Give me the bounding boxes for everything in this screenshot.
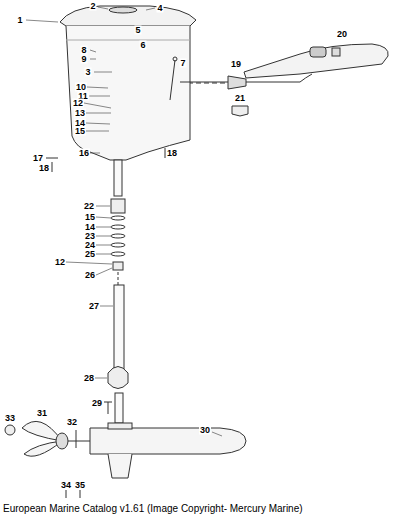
pin bbox=[52, 162, 53, 172]
callout-number: 18 bbox=[166, 149, 178, 158]
callout-number: 8 bbox=[80, 46, 87, 55]
washer bbox=[111, 225, 125, 229]
screw bbox=[170, 60, 175, 100]
callout-number: 5 bbox=[134, 26, 141, 35]
callout-number: 12 bbox=[54, 258, 66, 267]
callout-number: 17 bbox=[32, 154, 44, 163]
housing-seam bbox=[66, 40, 190, 41]
callout-number: 6 bbox=[139, 41, 146, 50]
caption: European Marine Catalog v1.61 (Image Cop… bbox=[3, 503, 303, 514]
callout-number: 16 bbox=[78, 149, 90, 158]
strain-relief bbox=[228, 76, 246, 89]
callout-number: 1 bbox=[16, 16, 23, 25]
callout-number: 2 bbox=[89, 2, 96, 11]
callout-number: 14 bbox=[84, 223, 96, 232]
callout-number: 34 bbox=[60, 481, 72, 490]
callout-number: 12 bbox=[72, 99, 84, 108]
pedal-button bbox=[310, 47, 326, 57]
motor-housing bbox=[90, 428, 246, 454]
callout-number: 23 bbox=[84, 232, 96, 241]
screw-head bbox=[173, 57, 177, 61]
callout-number: 21 bbox=[234, 94, 246, 103]
plug bbox=[232, 106, 248, 116]
cover-knob bbox=[109, 7, 137, 13]
callout-number: 22 bbox=[83, 202, 95, 211]
callout-number: 15 bbox=[84, 213, 96, 222]
shaft-collar bbox=[108, 367, 128, 389]
shaft bbox=[114, 285, 124, 369]
callout-number: 18 bbox=[38, 164, 50, 173]
foot-pedal bbox=[244, 44, 388, 78]
callout-number: 30 bbox=[199, 426, 211, 435]
callout-number: 33 bbox=[4, 414, 16, 423]
pin bbox=[46, 158, 58, 159]
pedal-switch bbox=[332, 48, 340, 56]
lower-shaft bbox=[115, 393, 123, 423]
skeg bbox=[108, 454, 132, 478]
callout-number: 7 bbox=[179, 59, 186, 68]
screw bbox=[80, 490, 81, 498]
leader-lines bbox=[26, 7, 222, 436]
callout-number: 3 bbox=[84, 68, 91, 77]
center-line bbox=[118, 272, 119, 285]
screw bbox=[104, 402, 112, 414]
callout-number: 35 bbox=[74, 481, 86, 490]
callout-number: 32 bbox=[66, 418, 78, 427]
motor-mount bbox=[108, 423, 132, 429]
propeller-hub bbox=[56, 433, 68, 449]
washer bbox=[111, 243, 125, 247]
callout-number: 27 bbox=[88, 302, 100, 311]
washer bbox=[111, 234, 125, 238]
collar-22 bbox=[111, 199, 125, 213]
prop-nut bbox=[5, 425, 15, 435]
callout-number: 19 bbox=[230, 60, 242, 69]
callout-number: 13 bbox=[74, 109, 86, 118]
shaft-tube bbox=[114, 160, 122, 196]
head-housing bbox=[66, 26, 190, 160]
screw bbox=[66, 490, 67, 498]
cable bbox=[180, 82, 228, 83]
callout-number: 25 bbox=[84, 250, 96, 259]
callout-number: 4 bbox=[156, 4, 163, 13]
callout-number: 31 bbox=[36, 409, 48, 418]
callout-number: 10 bbox=[75, 83, 87, 92]
callout-number: 15 bbox=[74, 127, 86, 136]
head-cover bbox=[60, 6, 196, 26]
washer bbox=[111, 252, 125, 256]
callout-number: 20 bbox=[336, 30, 348, 39]
drive-pin bbox=[76, 430, 77, 448]
washer bbox=[111, 216, 125, 220]
callout-number: 28 bbox=[83, 374, 95, 383]
bushing bbox=[113, 262, 123, 270]
callout-number: 24 bbox=[84, 241, 96, 250]
callout-number: 26 bbox=[84, 271, 96, 280]
callout-number: 9 bbox=[80, 55, 87, 64]
callout-number: 29 bbox=[91, 399, 103, 408]
